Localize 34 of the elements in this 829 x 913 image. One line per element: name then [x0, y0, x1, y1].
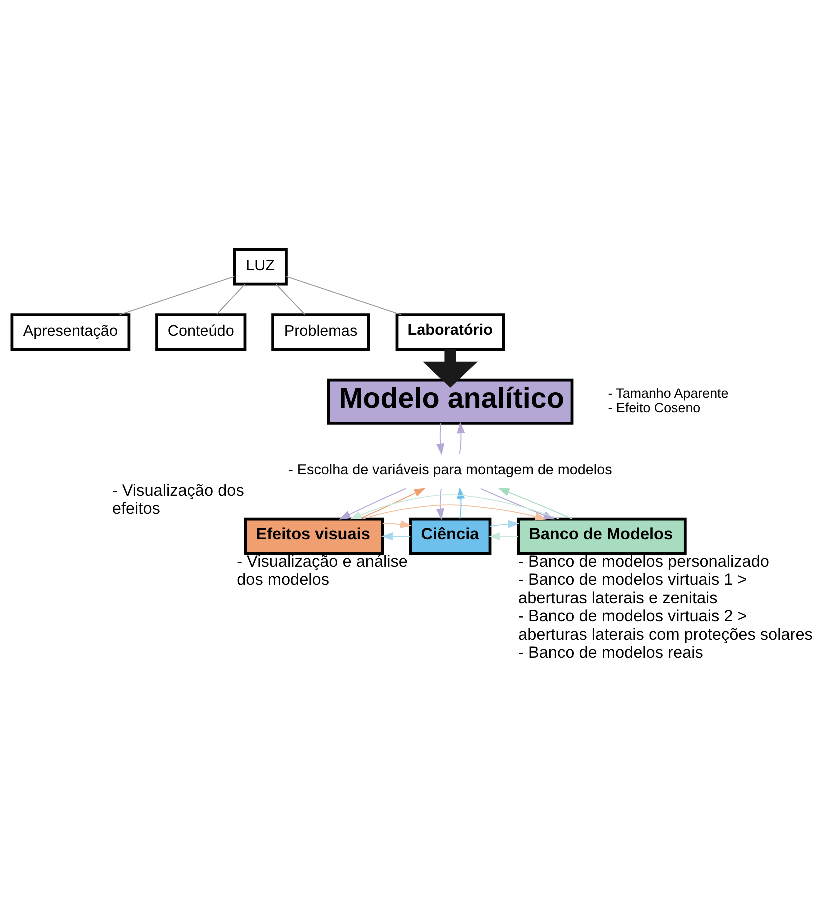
arrow: [362, 504, 547, 521]
arrow: [457, 422, 466, 454]
arrow: [436, 422, 445, 456]
node-label: - Banco de modelos reais: [518, 644, 704, 662]
arrow: [490, 520, 520, 528]
node-box: Laboratório: [396, 314, 506, 351]
node-label: - Visualização e análise dos modelos: [237, 552, 408, 590]
connector: [216, 284, 246, 316]
node-box: Modelo analítico: [327, 378, 574, 425]
arrow: [381, 532, 412, 541]
node-label: - Tamanho Aparente: [608, 386, 729, 402]
node-text: - Escolha de variáveis para montagem de modelos: [288, 462, 612, 479]
node-label: - Banco de modelos virtuais 1 > aberturas laterais e zenitais: [518, 571, 748, 608]
arrow: [382, 520, 412, 529]
arrow: [457, 488, 466, 520]
node-label: - Banco de modelos personalizado: [518, 552, 770, 571]
arrow: [436, 488, 444, 520]
arrow: [358, 488, 426, 520]
node-box: Banco de Modelos: [517, 518, 687, 556]
connector: [276, 284, 306, 316]
node-box: Conteúdo: [156, 314, 247, 351]
node-box: LUZ: [233, 248, 288, 286]
node-box: Apresentação: [10, 314, 131, 351]
node-box: Problemas: [272, 314, 370, 351]
connector: [119, 276, 236, 316]
node-box: Ciência: [409, 518, 492, 556]
arrow: [488, 532, 519, 541]
node-label: - Visualização dos efeitos: [112, 482, 244, 518]
node-box: Efeitos visuais: [244, 518, 384, 556]
arrow: [422, 350, 478, 388]
arrow: [339, 488, 407, 520]
node-label: - Banco de modelos virtuais 2 > aberturas laterais com proteções solares: [518, 608, 813, 644]
node-label: - Efeito Coseno: [608, 400, 701, 416]
connector: [286, 276, 402, 316]
